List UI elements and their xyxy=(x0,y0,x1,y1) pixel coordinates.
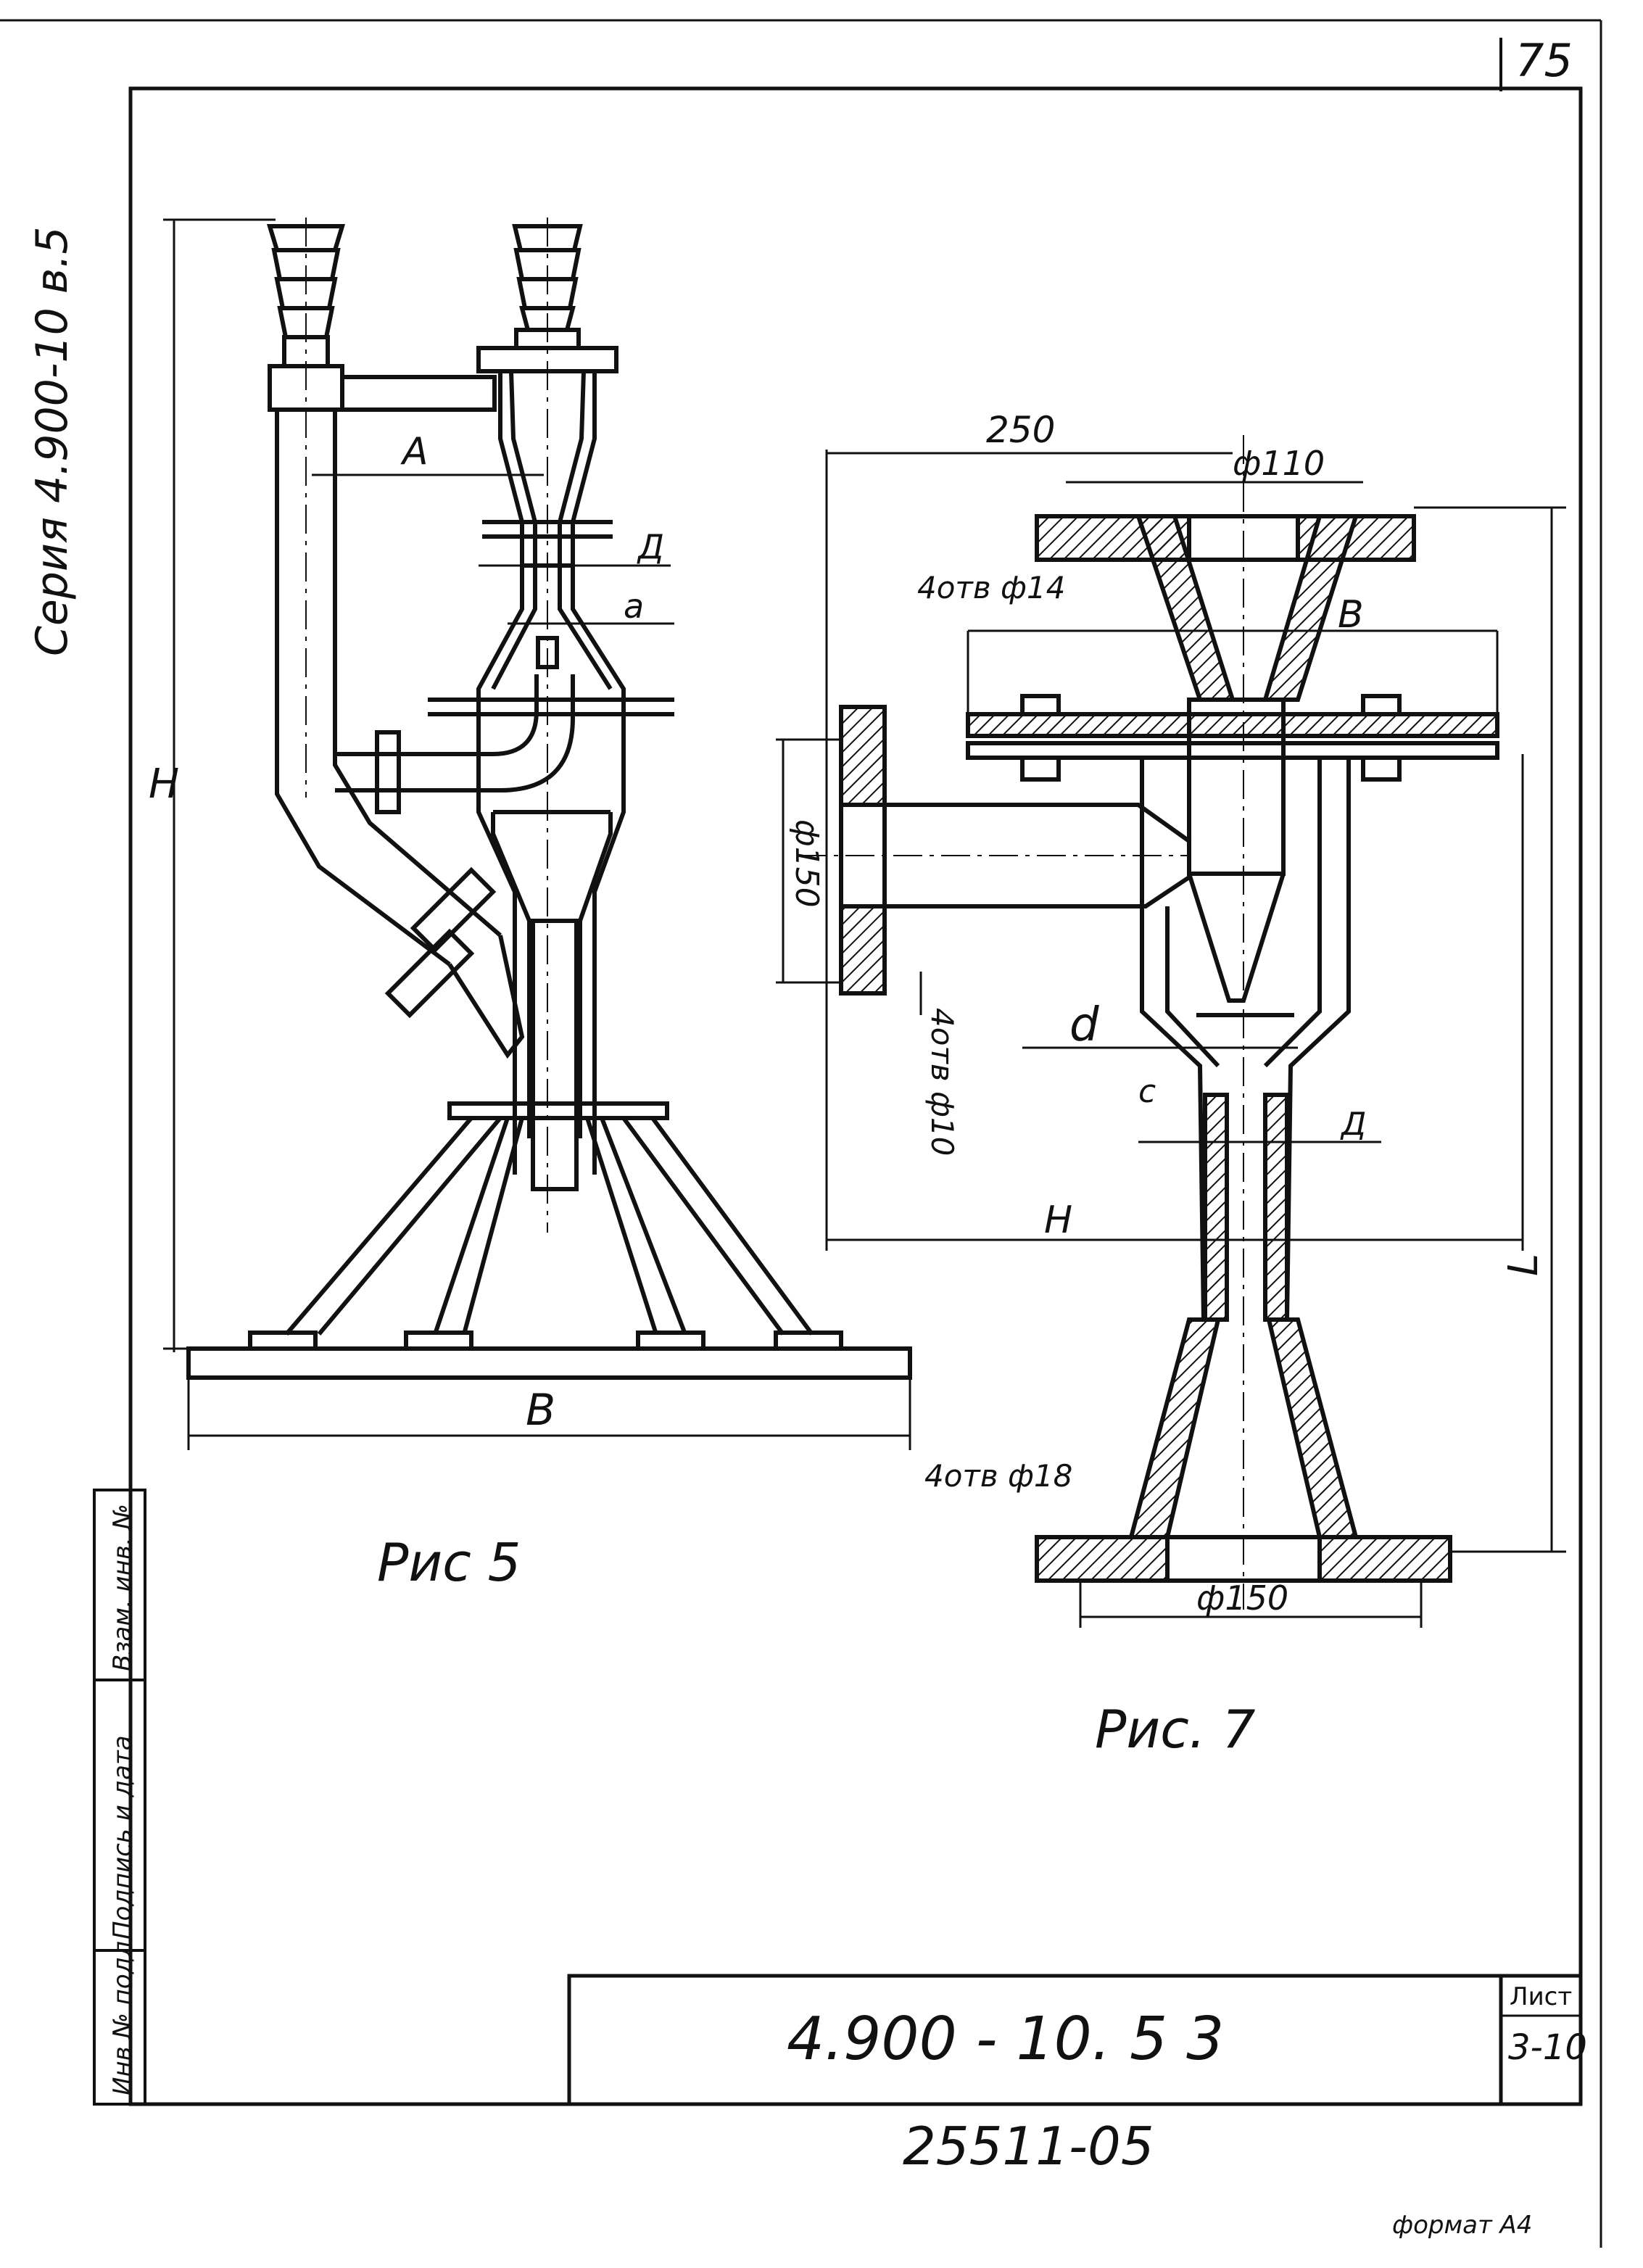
fig7-dim-b: В xyxy=(1338,593,1364,637)
fig7-dim-d150-bottom: ф150 xyxy=(1196,1578,1288,1618)
fig7-dim-c: с xyxy=(1138,1073,1156,1110)
page-number: 75 xyxy=(1515,34,1573,87)
side-table-replacement: Взам. инв. № xyxy=(108,1504,137,1671)
fig7-holes-bottom: 4отв ф18 xyxy=(924,1458,1072,1494)
fig7-dim-d: d xyxy=(1069,998,1099,1052)
side-table xyxy=(93,1489,146,2106)
sheet-label: Лист xyxy=(1510,1982,1572,2011)
fig7-dim-H: Н xyxy=(1044,1199,1072,1242)
fig5-dim-d: Д xyxy=(637,527,664,566)
fig7-dim-d150-side: ф150 xyxy=(788,819,825,908)
fig7-drawing xyxy=(798,435,1499,1610)
fig5-dim-a: а xyxy=(624,587,644,626)
fig7-holes-top: 4отв ф14 xyxy=(917,570,1065,605)
fig7-dim-d110: ф110 xyxy=(1233,444,1325,483)
fig7-dim-D: Д xyxy=(1340,1106,1366,1143)
fig7-dimensions xyxy=(776,450,1566,1628)
series-label: Серия 4.900-10 в.5 xyxy=(27,227,78,657)
fig7-dim-250: 250 xyxy=(986,409,1055,451)
fig5-caption: Рис 5 xyxy=(377,1532,521,1593)
side-table-signature: Подпись и дата xyxy=(108,1735,137,1940)
fig5-body xyxy=(428,371,674,1191)
inventory-number: 25511-05 xyxy=(903,2116,1154,2177)
side-table-inventory: Инв № подл xyxy=(108,1941,137,2095)
title-block xyxy=(567,1974,1583,2106)
fig5-dim-width: В xyxy=(526,1385,555,1436)
fig5-dimensions xyxy=(163,218,911,1450)
fig7-holes-side: 4отв ф10 xyxy=(924,1008,960,1156)
format-label: формат А4 xyxy=(1392,2211,1532,2240)
fig5-dim-offset: А xyxy=(400,430,429,473)
sheet-number: 3-10 xyxy=(1508,2027,1587,2068)
fig7-dim-L: L xyxy=(1500,1254,1547,1276)
fig7-caption: Рис. 7 xyxy=(1095,1699,1256,1760)
fig5-dim-height: Н xyxy=(149,761,179,808)
fig5-left-pipe xyxy=(275,410,575,1059)
fig5-drawing xyxy=(186,218,912,1380)
document-code: 4.900 - 10. 5 3 xyxy=(787,2005,1224,2074)
